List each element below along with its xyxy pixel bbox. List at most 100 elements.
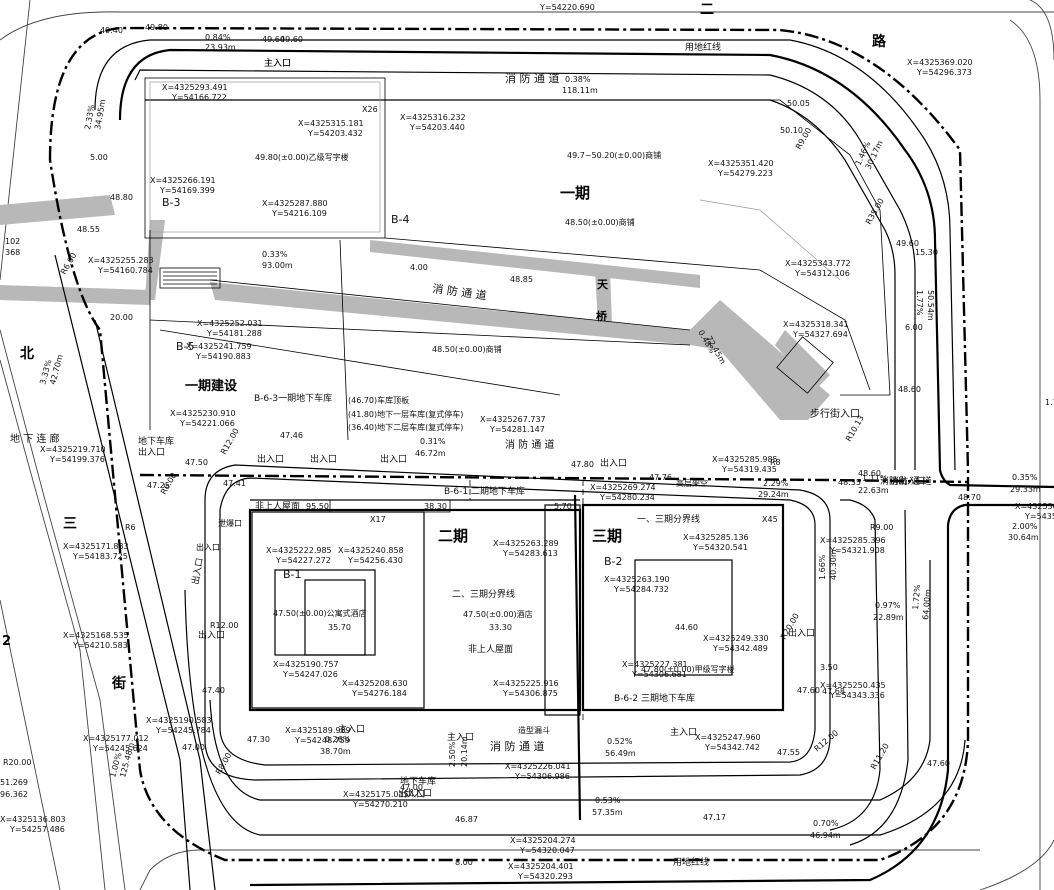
note-label: 非上人屋面 [468, 643, 513, 655]
dimension-label: 5.70 [554, 502, 572, 511]
elevation-label: 47.50 [185, 458, 208, 467]
misc-label: 3.50 [820, 663, 838, 672]
coord-y: Y=54245.784 [155, 726, 211, 735]
phase2-buildings [248, 494, 582, 821]
coord-y: Y=54320.047 [519, 846, 575, 855]
entrance-label: 主入口 [447, 731, 474, 743]
street-name: 三 [63, 516, 77, 532]
fire-lane-label: 消 防 通 道 [432, 281, 488, 302]
block-label: B-3 [162, 196, 181, 209]
corridor-label: 地 下 连 廊 [10, 432, 60, 445]
fire-lane-bottom-out [184, 589, 966, 836]
elevation-label: 48.55 [77, 225, 100, 234]
entrance-label: 出入口 [257, 453, 284, 465]
phase3-buildings [581, 480, 785, 720]
coord-x: X=4325249.330 [703, 634, 769, 643]
coord-x: X=4325285.396 [820, 536, 886, 545]
boundary-label: 一、三期分界线 [637, 513, 700, 525]
slope-label: 0.97% [875, 601, 901, 610]
coord-y: Y=54343.336 [829, 691, 885, 700]
entrance-label: 出入口 [198, 629, 225, 641]
coord-y: Y=54227.272 [275, 556, 331, 565]
misc-label: 5.00 [90, 153, 108, 162]
slope-label: 46.94m [810, 831, 841, 840]
block-label: B-6-3一期地下车库 [254, 392, 332, 404]
slope-label: 40.30m [829, 549, 838, 580]
slope-label: 30.64m [1008, 533, 1039, 542]
coord-x: X=4325222.985 [266, 546, 332, 555]
radius-label: R12.00 [219, 427, 241, 456]
elevation-label: 47.60 [927, 759, 950, 768]
bridge-label: 天 [597, 278, 609, 291]
slope-label: 22.63m [858, 486, 889, 495]
slope-label: 2.33% [83, 103, 96, 130]
coord-y: Y=54342.742 [704, 743, 760, 752]
coord-y: Y=54342.489 [712, 644, 768, 653]
coord-y: Y=54353.2 [1024, 512, 1054, 521]
coord-y: Y=54320.293 [517, 872, 573, 881]
slope-label: 29.24m [758, 490, 789, 499]
elevation-label: 48.80 [110, 193, 133, 202]
misc-label: 8.00 [455, 858, 473, 867]
building-label: 48.50(±0.00)商铺 [432, 344, 502, 354]
elevation-label: 49.60 [896, 239, 919, 248]
slope-label: 2.29% [763, 479, 789, 488]
coord-y: Y=54276.184 [351, 689, 407, 698]
slope-label: 1.72% [911, 584, 922, 610]
phase-label: 三期 [592, 527, 622, 545]
coord-y: Y=54279.223 [717, 169, 773, 178]
coord-x: X=4325343.772 [785, 259, 851, 268]
street-name: 北 [20, 346, 34, 362]
road-name: 路 [872, 33, 887, 50]
building-label: 49.80(±0.00)乙级写字楼 [255, 152, 349, 162]
block-label: B-6-1 二期地下车库 [444, 485, 525, 497]
coord-x: X=4325190.583 [146, 716, 212, 725]
coord-x: X=4325315.181 [298, 119, 364, 128]
slope-label: 118.11m [562, 86, 598, 95]
entrance-label: 主入口 [670, 726, 697, 738]
radius-label: R8.00 [214, 751, 233, 776]
coord-x: X=4325225.916 [493, 679, 559, 688]
coord-x: X=4325269.274 [590, 483, 656, 492]
left-road-edge-2 [94, 319, 216, 890]
misc-label: 51.269 [0, 778, 28, 787]
misc-label: 15.30 [915, 248, 938, 257]
radius-label: R20.00 [3, 758, 31, 767]
slope-label: 1.11% [862, 474, 888, 483]
coord-x: X=4325177.012 [83, 734, 149, 743]
misc-label: 96.362 [0, 790, 28, 799]
elevation-label: 48.60 [898, 385, 921, 394]
note-label: 非上人屋面 [255, 500, 300, 512]
coord-y: Y=54248.759 [294, 736, 350, 745]
building-redline-inner [139, 473, 969, 484]
elevation-label: 47.60 [797, 686, 820, 695]
coord-x: X=4325190.757 [273, 660, 339, 669]
radius-label: R9.00 [870, 523, 893, 532]
coord-x: X=4325263.289 [493, 539, 559, 548]
slope-label: 56.49m [605, 749, 636, 758]
elevation-label: 47.41 [223, 479, 246, 488]
misc-label: 20.00 [110, 313, 133, 322]
entrance-label: 主入口 [264, 57, 291, 69]
slope-label: 57.35m [592, 808, 623, 817]
coord-x: X=4325204.401 [508, 862, 574, 871]
coord-x: X=4325351.420 [708, 159, 774, 168]
block-label: B-2 [604, 555, 623, 568]
elevation-label: 47.25 [147, 481, 170, 490]
coord-y: Y=54169.399 [159, 186, 215, 195]
block-label: B-4 [391, 213, 410, 226]
elevation-label: 49.40 [100, 26, 123, 35]
entrance-label: 出入口 [189, 557, 206, 586]
coord-x: X=4325247.960 [695, 733, 761, 742]
elevation-label: 49.80 [145, 23, 168, 32]
coord-y: Y=54257.486 [9, 825, 65, 834]
dimension-label: 33.30 [489, 623, 512, 632]
bridge-label: 桥 [596, 309, 608, 323]
misc-label: 1.775 [1045, 398, 1054, 407]
coord-y: Y=54247.026 [282, 670, 338, 679]
elevation-label: 48.60 [858, 469, 881, 478]
slope-label: 38.70m [320, 747, 351, 756]
misc-label: X45 [762, 515, 778, 524]
slope-label: 0.38% [565, 75, 591, 84]
